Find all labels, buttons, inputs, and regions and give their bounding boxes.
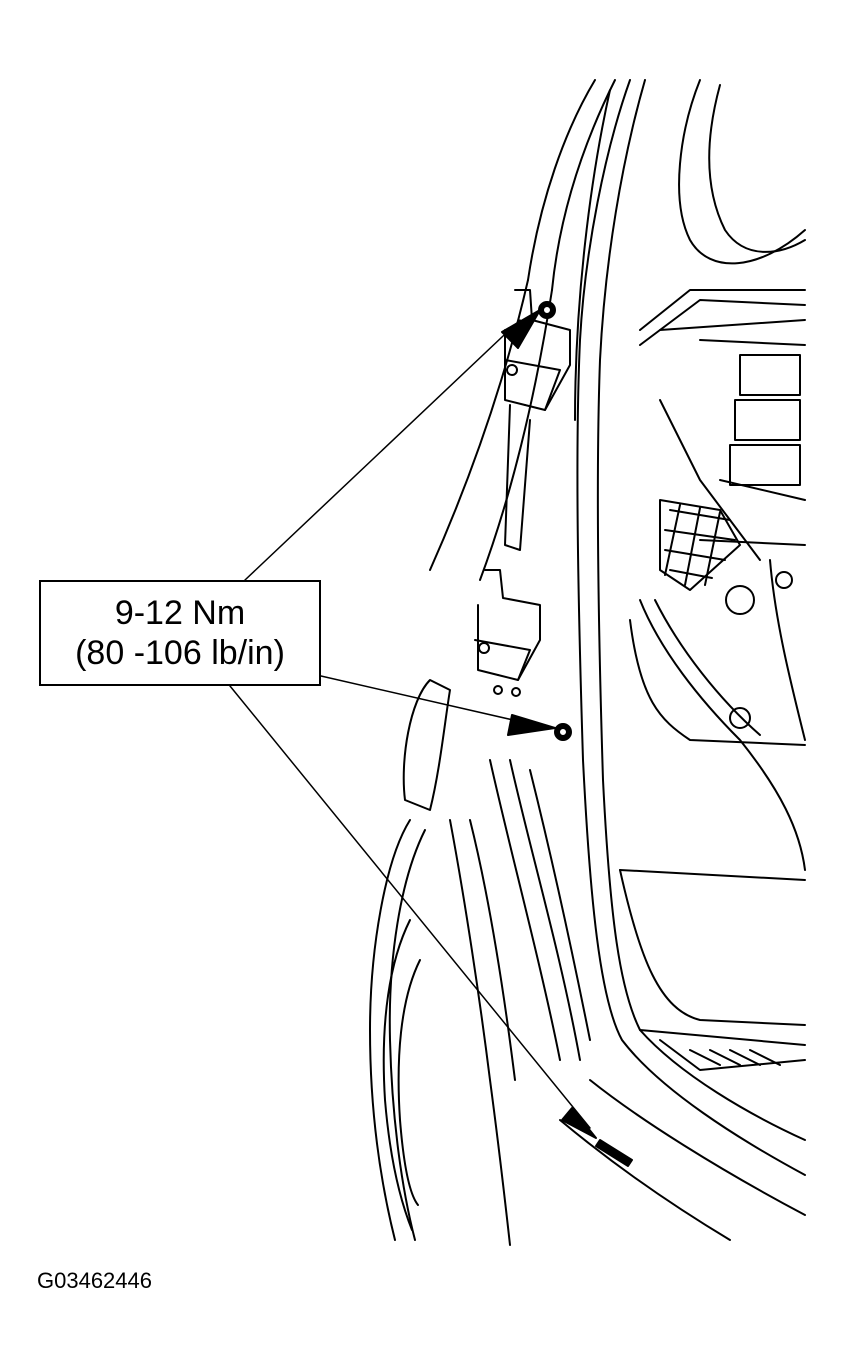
bolt-icon	[538, 301, 633, 1167]
fender-wheel-arch	[369, 679, 591, 1246]
torque-imperial: (80 -106 lb/in)	[75, 634, 285, 672]
dashboard-area	[629, 79, 806, 871]
torque-spec-callout: 9-12 Nm (80 -106 lb/in)	[39, 580, 321, 686]
a-pillar-outline	[429, 79, 806, 1176]
figure-id: G03462446	[37, 1268, 152, 1293]
upper-hinge	[504, 289, 571, 551]
door-sill	[559, 869, 806, 1241]
arrow-icon	[501, 309, 597, 1139]
lower-hinge	[474, 569, 541, 697]
torque-metric: 9-12 Nm	[114, 594, 246, 632]
leader-lines	[229, 319, 591, 1129]
